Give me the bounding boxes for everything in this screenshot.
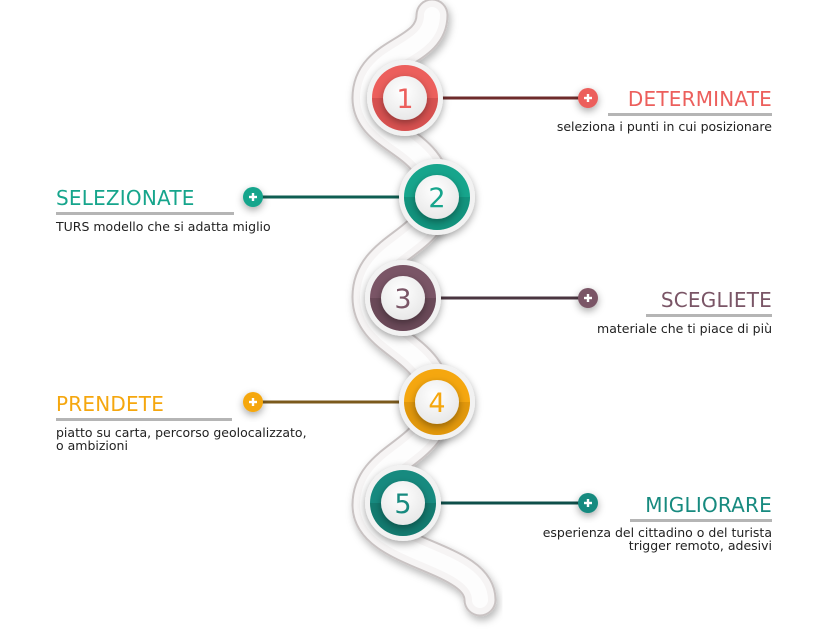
step-3-marker: 3	[365, 260, 598, 336]
description-line: piatto su carta, percorso geolocalizzato…	[56, 425, 307, 440]
step-3-number: 3	[394, 284, 411, 315]
step-2-title: SELEZIONATE	[56, 186, 195, 210]
step-2-circle: 2	[399, 159, 475, 235]
step-3-circle: 3	[365, 260, 441, 336]
step-4-description: piatto su carta, percorso geolocalizzato…	[56, 426, 307, 452]
step-4-title: PRENDETE	[56, 392, 165, 416]
step-1-number: 1	[396, 84, 413, 115]
description-line: materiale che ti piace di più	[597, 321, 772, 336]
step-5-circle: 5	[365, 465, 441, 541]
step-5-marker: 5	[365, 465, 598, 541]
step-2-number: 2	[428, 183, 445, 214]
step-5-title: MIGLIORARE	[645, 493, 772, 517]
plus-icon[interactable]	[243, 187, 263, 207]
step-1-title: DETERMINATE	[627, 87, 772, 111]
step-1-marker: 1	[367, 60, 598, 136]
step-2-marker: 2	[243, 159, 475, 235]
description-line: seleziona i punti in cui posizionare	[556, 119, 772, 134]
description-line: trigger remoto, adesivi	[628, 538, 772, 553]
step-2-description: TURS modello che si adatta miglio	[56, 220, 271, 233]
description-line: o ambizioni	[56, 438, 128, 453]
step-4-title-rule	[56, 418, 232, 421]
step-4-number: 4	[428, 388, 445, 419]
step-5-title-rule	[630, 519, 772, 522]
step-3-title-rule	[646, 314, 772, 317]
plus-icon[interactable]	[578, 288, 598, 308]
description-line: esperienza del cittadino o del turista	[542, 525, 772, 540]
description-line: TURS modello che si adatta miglio	[56, 219, 271, 234]
step-1-description: seleziona i punti in cui posizionare	[557, 120, 772, 133]
step-3-description: materiale che ti piace di più	[597, 322, 772, 335]
step-4-circle: 4	[399, 364, 475, 440]
plus-icon[interactable]	[243, 392, 263, 412]
step-1-title-rule	[608, 113, 772, 116]
step-3-title: SCEGLIETE	[660, 288, 772, 312]
step-4-marker: 4	[243, 364, 475, 440]
step-1-circle: 1	[367, 60, 443, 136]
plus-icon[interactable]	[578, 88, 598, 108]
step-5-number: 5	[394, 489, 411, 520]
step-2-title-rule	[56, 212, 234, 215]
plus-icon[interactable]	[578, 493, 598, 513]
